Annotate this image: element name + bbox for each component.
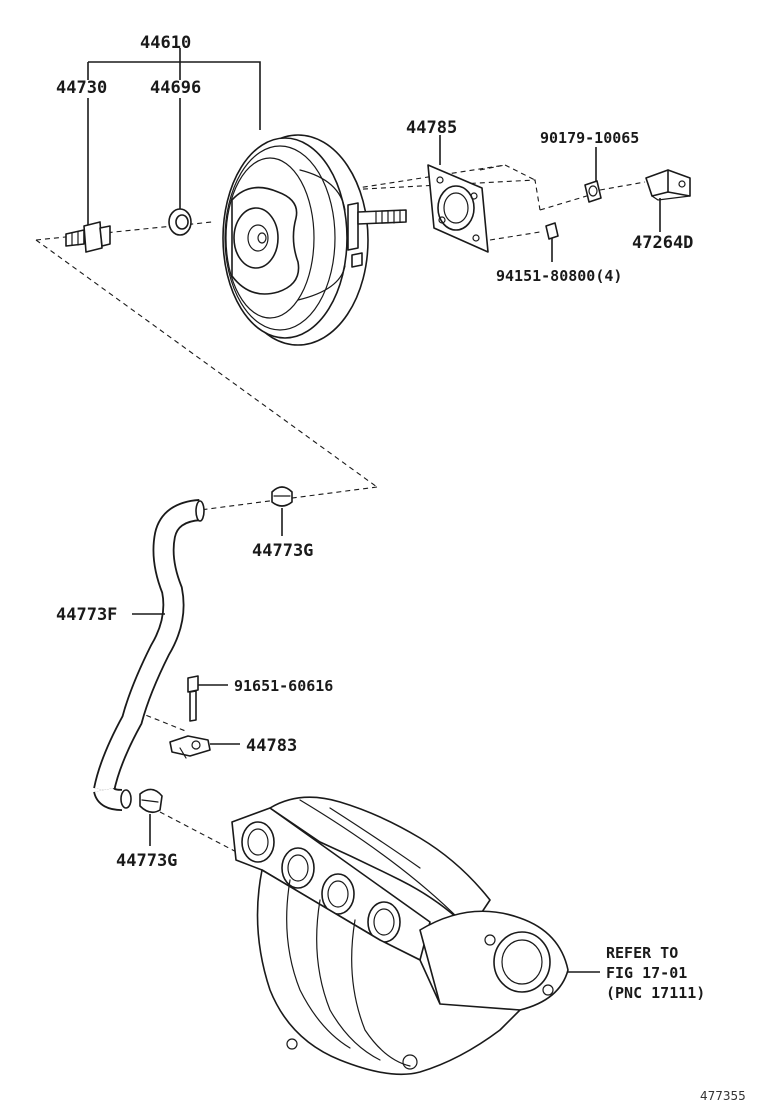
- figure-number: 477355: [700, 1089, 746, 1103]
- refer-line-3: (PNC 17111): [606, 984, 705, 1002]
- label-44783: 44783: [246, 736, 297, 756]
- label-47264D: 47264D: [632, 233, 693, 253]
- label-44730: 44730: [56, 78, 107, 98]
- hose-clamp-44773G-bottom: [139, 788, 163, 846]
- intake-manifold: [231, 796, 600, 1076]
- label-91651-60616: 91651-60616: [234, 677, 333, 695]
- refer-line-2: FIG 17-01: [606, 964, 687, 982]
- check-valve-44730: [65, 221, 111, 253]
- clip-44783: [169, 735, 240, 759]
- clevis-47264D: [645, 169, 691, 201]
- grommet-44696: [168, 208, 192, 236]
- label-44773F: 44773F: [56, 605, 117, 625]
- label-44773G-top: 44773G: [252, 541, 313, 561]
- hose-clamp-44773G-top: [271, 486, 293, 536]
- leader-lines-upper: [439, 135, 661, 262]
- brake-booster-44610: [222, 134, 407, 346]
- refer-line-1: REFER TO: [606, 944, 678, 962]
- callout-bracket-44610: [87, 48, 261, 228]
- label-94151-80800: 94151-80800(4): [496, 267, 622, 285]
- nut-94151: [545, 222, 559, 240]
- label-44696: 44696: [150, 78, 201, 98]
- vacuum-hose-44773F: [93, 499, 205, 811]
- label-44785: 44785: [406, 118, 457, 138]
- label-44773G-bottom: 44773G: [116, 851, 177, 871]
- label-44610: 44610: [140, 33, 191, 53]
- nut-90179: [584, 180, 602, 203]
- bolt-91651: [187, 675, 228, 722]
- gasket-44785: [427, 164, 489, 253]
- label-90179-10065: 90179-10065: [540, 129, 639, 147]
